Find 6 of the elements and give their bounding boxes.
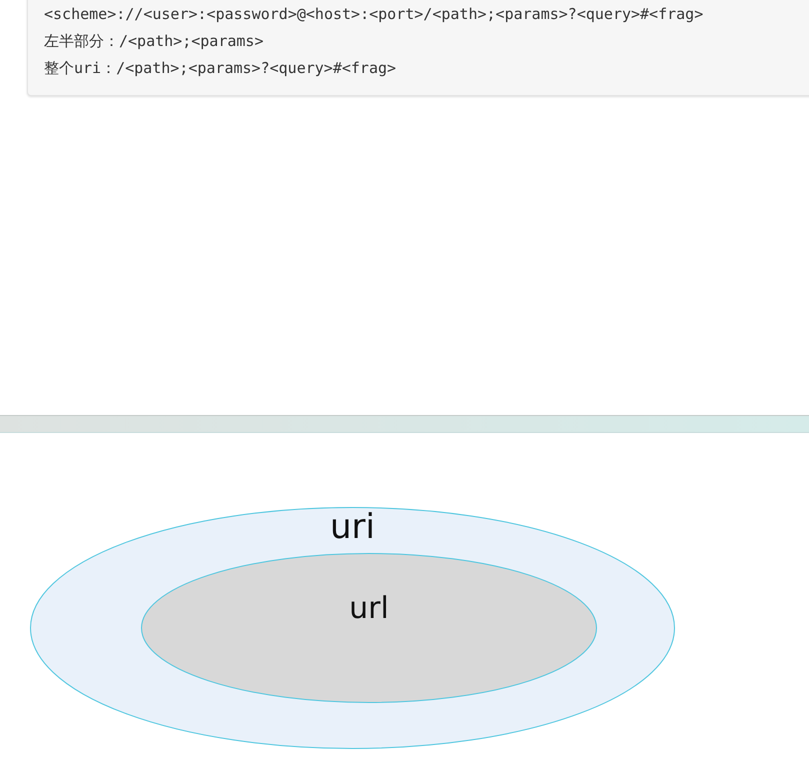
ellipse-label: uri: [329, 507, 376, 548]
code-line: 整个uri：/<path>;<params>?<query>#<frag>: [44, 59, 396, 78]
code-line: <scheme>://<user>:<password>@<host>:<port>/<path>;<params>?<query>#<frag>: [44, 5, 704, 23]
ellipse-label: url: [348, 591, 390, 627]
code-line: 左半部分：/<path>;<params>: [44, 32, 264, 51]
divider-bar: [0, 415, 809, 433]
